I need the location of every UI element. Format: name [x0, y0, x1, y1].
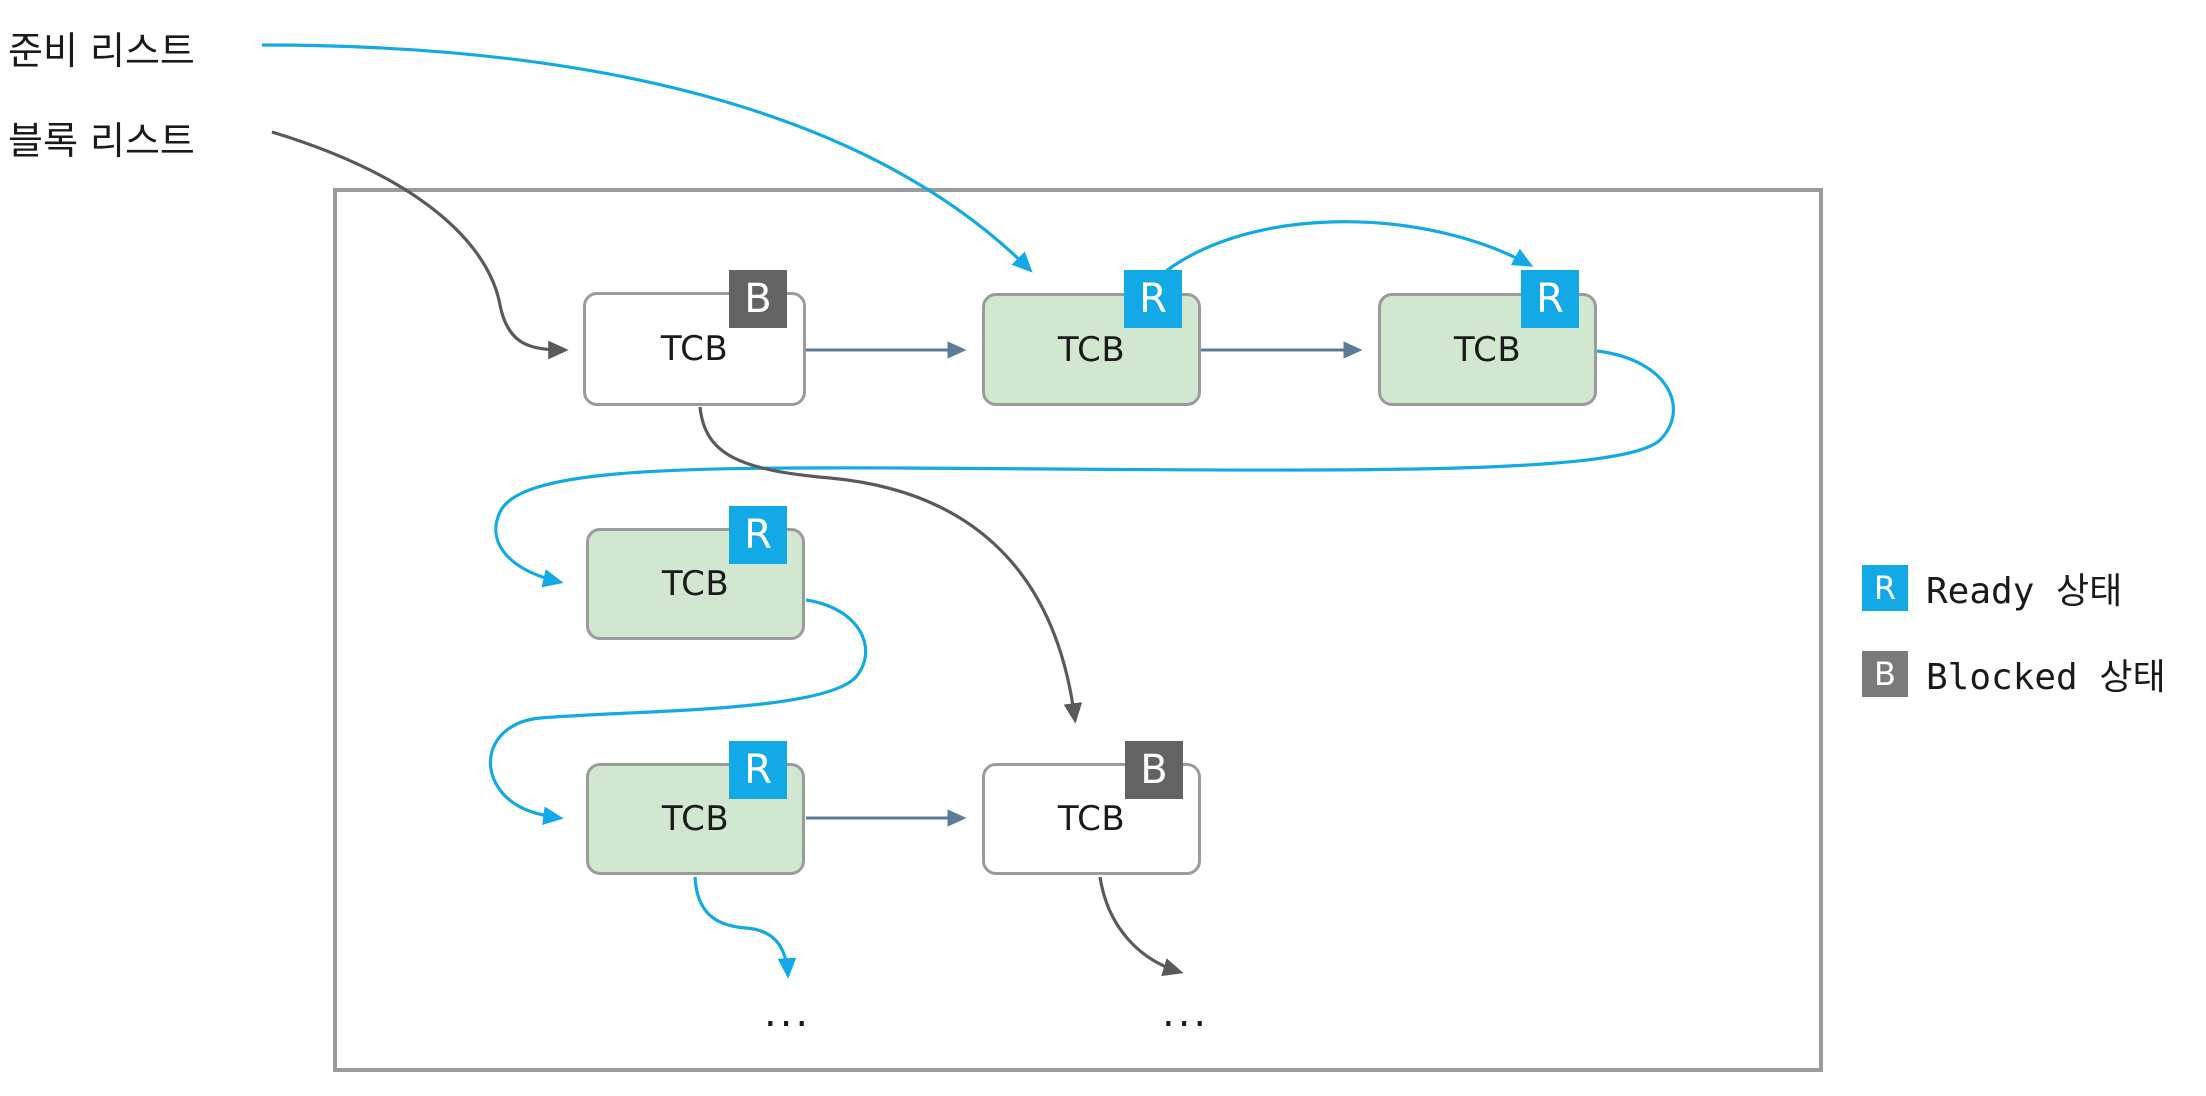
edge-r1-ready-hop-r2	[1153, 220, 1534, 282]
state-badge-ready: R	[1124, 270, 1182, 328]
tcb-node-label: TCB	[661, 799, 730, 839]
state-badge-blocked: B	[729, 270, 787, 328]
blocked-list-label: 블록 리스트	[8, 119, 195, 163]
legend-item-ready: R Ready 상태	[1862, 562, 2122, 614]
state-badge-ready: R	[1521, 270, 1579, 328]
tcb-node-label: TCB	[1057, 329, 1126, 370]
state-badge-ready: R	[729, 741, 787, 799]
state-badge-blocked: B	[1125, 741, 1183, 799]
edge-r3-ready-to-r4	[488, 598, 868, 826]
legend-item-blocked: B Blocked 상태	[1862, 648, 2166, 700]
state-badge-ready: R	[729, 506, 787, 564]
tcb-node-label: TCB	[661, 564, 730, 604]
legend-ready-chip: R	[1862, 565, 1908, 611]
edge-r2-ready-to-r3	[494, 349, 1675, 588]
tcb-pool-container	[333, 188, 1823, 1072]
ready-list-label: 준비 리스트	[8, 29, 195, 73]
tcb-node-b1[interactable]: TCB	[583, 292, 806, 406]
legend-blocked-label: Blocked 상태	[1926, 657, 2166, 698]
edge-r4-ready-to-ellipsis	[693, 876, 797, 979]
edge-b2-blocked-to-ellipsis	[1098, 876, 1184, 977]
tcb-node-label: TCB	[1453, 329, 1522, 370]
ready-chain-ellipsis: ...	[764, 990, 812, 1036]
legend-ready-label: Ready 상태	[1926, 571, 2123, 612]
blocked-chain-ellipsis: ...	[1162, 990, 1210, 1036]
tcb-node-label: TCB	[1057, 799, 1126, 839]
legend-blocked-chip: B	[1862, 651, 1908, 697]
tcb-node-label: TCB	[660, 329, 729, 369]
edge-b1-blocked-to-b2	[698, 406, 1083, 724]
edge-ready-list-to-first-ready	[261, 43, 1033, 273]
edge-blocked-list-to-first-blocked	[271, 130, 569, 360]
